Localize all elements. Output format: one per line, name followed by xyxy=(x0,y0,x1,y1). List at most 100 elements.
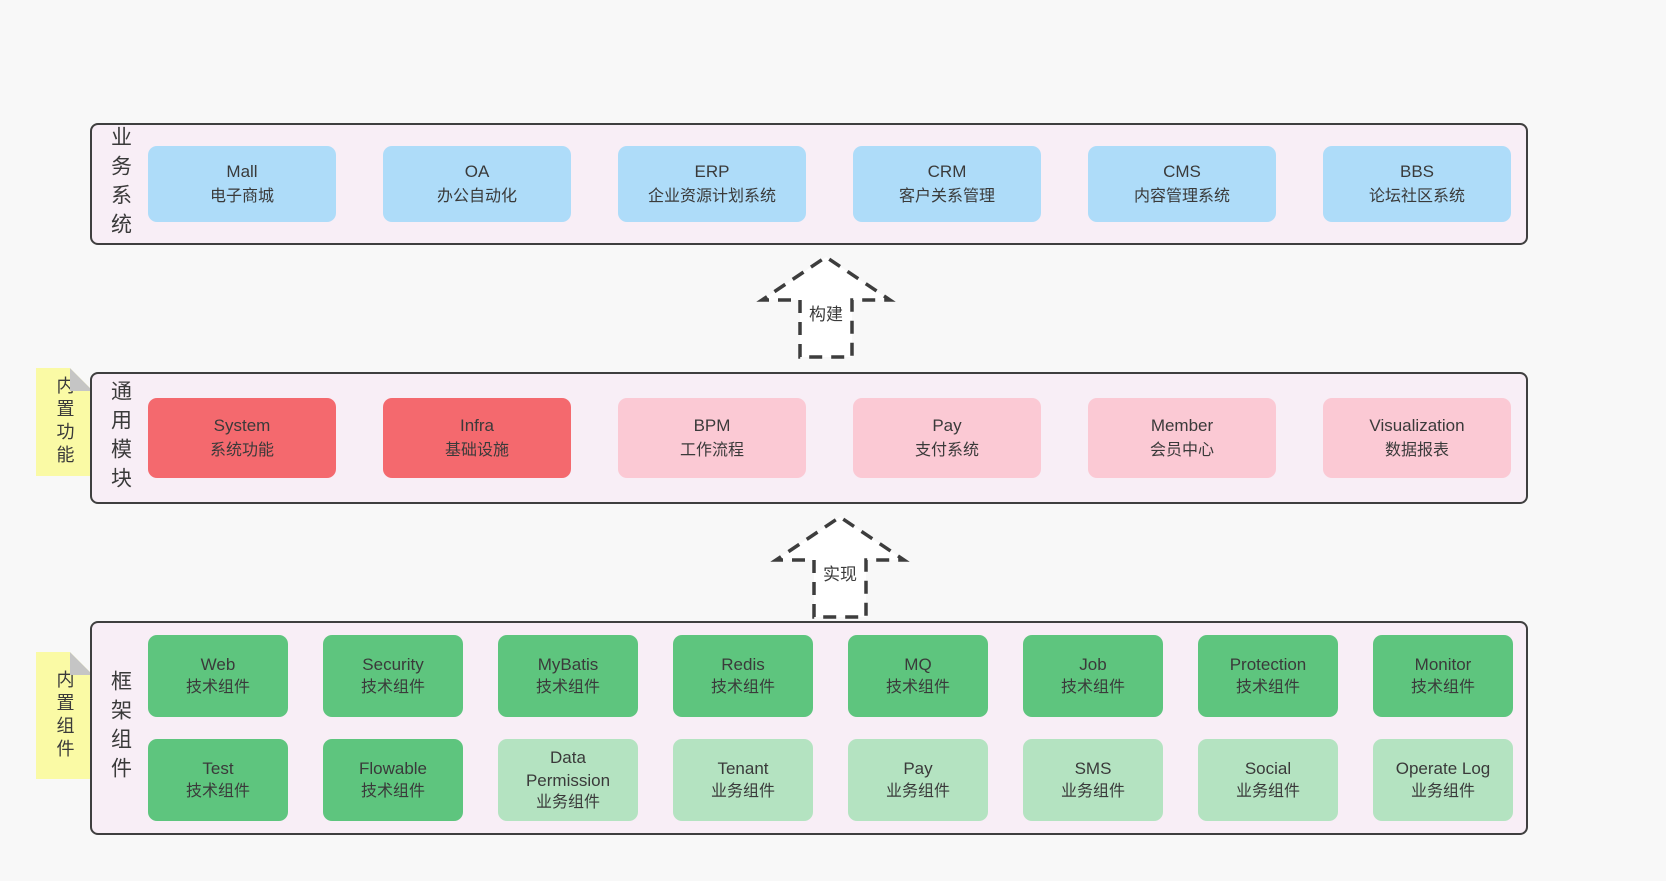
box-title: Protection xyxy=(1229,655,1307,675)
box-subtitle: 技术组件 xyxy=(1060,678,1125,696)
component-box-job: Job 技术组件 xyxy=(1023,635,1163,717)
system-box-mall: Mall 电子商城 xyxy=(148,146,336,222)
component-box-tenant: Tenant 业务组件 xyxy=(673,739,813,821)
dashed-up-arrow-icon: 实现 xyxy=(770,514,910,619)
box-title: Monitor xyxy=(1414,655,1472,675)
box-title: Web xyxy=(200,655,236,675)
arrow-label: 实现 xyxy=(823,565,857,584)
box-subtitle: 技术组件 xyxy=(360,782,425,800)
component-box-sms: SMS 业务组件 xyxy=(1023,739,1163,821)
box-subtitle: 业务组件 xyxy=(885,782,950,800)
box-title: Member xyxy=(1150,416,1214,436)
component-box-mybatis: MyBatis 技术组件 xyxy=(498,635,638,717)
box-subtitle: 技术组件 xyxy=(185,678,250,696)
box-subtitle: 客户关系管理 xyxy=(898,187,995,205)
box-subtitle: 系统功能 xyxy=(209,441,274,459)
component-box-flowable: Flowable 技术组件 xyxy=(323,739,463,821)
module-box-bpm: BPM 工作流程 xyxy=(618,398,806,478)
band-label-common-modules: 通用模块 xyxy=(92,374,148,502)
system-box-bbs: BBS 论坛社区系统 xyxy=(1323,146,1511,222)
box-title: Social xyxy=(1244,759,1292,779)
up-arrow-implement: 实现 xyxy=(770,514,910,620)
component-box-security: Security 技术组件 xyxy=(323,635,463,717)
box-subtitle: 技术组件 xyxy=(710,678,775,696)
box-title: CRM xyxy=(927,162,967,182)
box-subtitle: 技术组件 xyxy=(1410,678,1475,696)
system-box-erp: ERP 企业资源计划系统 xyxy=(618,146,806,222)
component-box-redis: Redis 技术组件 xyxy=(673,635,813,717)
sticky-note-builtin-components: 内置组件 xyxy=(36,652,93,779)
box-subtitle: 基础设施 xyxy=(444,441,509,459)
box-title: ERP xyxy=(694,162,730,182)
module-box-pay: Pay 支付系统 xyxy=(853,398,1041,478)
box-subtitle: 技术组件 xyxy=(535,678,600,696)
box-title: BBS xyxy=(1399,162,1435,182)
component-box-operate-log: Operate Log 业务组件 xyxy=(1373,739,1513,821)
box-subtitle: 电子商城 xyxy=(209,187,274,205)
box-title: Operate Log xyxy=(1395,759,1491,779)
box-title: Tenant xyxy=(717,759,769,779)
system-box-cms: CMS 内容管理系统 xyxy=(1088,146,1276,222)
box-title: Pay xyxy=(903,759,933,779)
box-subtitle: 业务组件 xyxy=(710,782,775,800)
box-title: OA xyxy=(464,162,490,182)
box-title: BPM xyxy=(693,416,731,436)
component-box-social: Social 业务组件 xyxy=(1198,739,1338,821)
box-title: MyBatis xyxy=(537,655,599,675)
box-subtitle: 业务组件 xyxy=(1410,782,1475,800)
box-subtitle: 办公自动化 xyxy=(436,187,517,205)
box-title: Data Permission xyxy=(525,747,611,790)
band-common-modules: 通用模块 System 系统功能 Infra 基础设施 BPM 工作流程 Pay… xyxy=(90,372,1528,504)
common-module-boxes: System 系统功能 Infra 基础设施 BPM 工作流程 Pay 支付系统… xyxy=(148,374,1526,502)
component-box-protection: Protection 技术组件 xyxy=(1198,635,1338,717)
box-title: Test xyxy=(202,759,234,779)
box-title: SMS xyxy=(1074,759,1112,779)
box-title: Redis xyxy=(721,655,765,675)
box-title: System xyxy=(213,416,271,436)
box-title: Mall xyxy=(226,162,258,182)
box-title: CMS xyxy=(1163,162,1201,182)
box-title: Visualization xyxy=(1369,416,1465,436)
box-title: Infra xyxy=(459,416,495,436)
sticky-note-label: 内置功能 xyxy=(54,376,75,468)
box-subtitle: 业务组件 xyxy=(535,794,600,812)
box-subtitle: 论坛社区系统 xyxy=(1368,187,1465,205)
box-subtitle: 工作流程 xyxy=(679,441,744,459)
component-box-web: Web 技术组件 xyxy=(148,635,288,717)
box-subtitle: 支付系统 xyxy=(914,441,979,459)
component-box-data-permission: Data Permission 业务组件 xyxy=(498,739,638,821)
box-subtitle: 技术组件 xyxy=(185,782,250,800)
component-box-test: Test 技术组件 xyxy=(148,739,288,821)
band-business-systems: 业务系统 Mall 电子商城 OA 办公自动化 ERP 企业资源计划系统 CRM… xyxy=(90,123,1528,245)
sticky-note-label: 内置组件 xyxy=(54,669,75,762)
box-title: MQ xyxy=(904,655,932,675)
box-subtitle: 企业资源计划系统 xyxy=(647,187,776,205)
business-system-boxes: Mall 电子商城 OA 办公自动化 ERP 企业资源计划系统 CRM 客户关系… xyxy=(148,125,1526,243)
box-subtitle: 会员中心 xyxy=(1149,441,1214,459)
module-box-member: Member 会员中心 xyxy=(1088,398,1276,478)
box-subtitle: 内容管理系统 xyxy=(1133,187,1230,205)
box-subtitle: 技术组件 xyxy=(1235,678,1300,696)
system-box-oa: OA 办公自动化 xyxy=(383,146,571,222)
component-box-pay: Pay 业务组件 xyxy=(848,739,988,821)
module-box-system: System 系统功能 xyxy=(148,398,336,478)
system-box-crm: CRM 客户关系管理 xyxy=(853,146,1041,222)
band-framework-components: 框架组件 Web 技术组件 Security 技术组件 MyBatis 技术组件… xyxy=(90,621,1528,835)
band-label-text: 通用模块 xyxy=(108,380,132,496)
arrow-label: 构建 xyxy=(809,305,843,324)
band-label-business-systems: 业务系统 xyxy=(92,125,148,243)
framework-component-boxes: Web 技术组件 Security 技术组件 MyBatis 技术组件 Redi… xyxy=(148,623,1526,833)
band-label-text: 框架组件 xyxy=(108,670,132,786)
band-label-text: 业务系统 xyxy=(108,126,132,242)
component-box-monitor: Monitor 技术组件 xyxy=(1373,635,1513,717)
box-title: Flowable xyxy=(358,759,428,779)
component-box-mq: MQ 技术组件 xyxy=(848,635,988,717)
module-box-infra: Infra 基础设施 xyxy=(383,398,571,478)
box-subtitle: 数据报表 xyxy=(1384,441,1449,459)
dashed-up-arrow-icon: 构建 xyxy=(756,254,896,359)
sticky-note-builtin-features: 内置功能 xyxy=(36,368,93,476)
box-subtitle: 业务组件 xyxy=(1235,782,1300,800)
box-title: Security xyxy=(362,655,424,675)
box-subtitle: 业务组件 xyxy=(1060,782,1125,800)
